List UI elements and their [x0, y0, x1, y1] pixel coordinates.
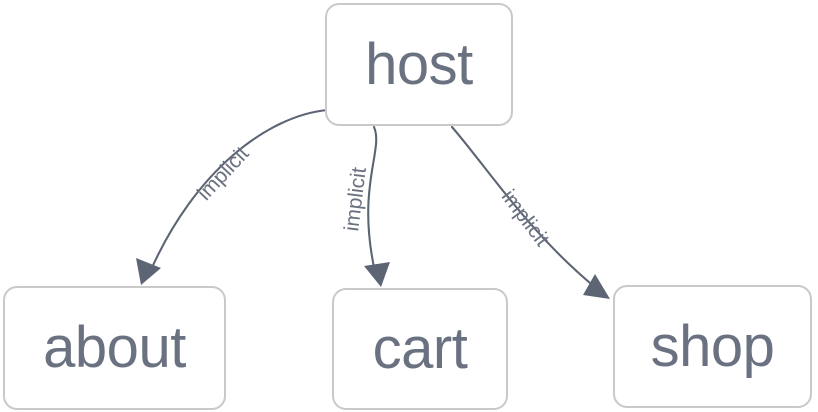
edge-host-cart-label-group: implicit [340, 166, 371, 233]
edge-host-about-path [148, 108, 329, 274]
edge-host-cart-path [367, 125, 378, 274]
edge-label-host-cart: implicit [340, 166, 371, 233]
edge-host-shop-label-group: implicit [497, 186, 554, 251]
arrowhead-icon-cart [364, 262, 390, 287]
node-host-label: host [365, 31, 473, 97]
arrowhead-icon-shop [583, 274, 610, 299]
node-cart[interactable]: cart [332, 288, 508, 410]
node-shop-label: shop [650, 313, 775, 379]
edge-label-host-shop: implicit [497, 186, 554, 251]
edge-host-about-label-group: implicit [193, 142, 254, 205]
edge-host-shop-path [450, 125, 598, 290]
node-about-label: about [43, 315, 186, 380]
edge-label-host-about: implicit [193, 142, 254, 205]
node-cart-label: cart [372, 316, 468, 381]
edge-host-about[interactable]: implicit [136, 108, 329, 285]
edge-host-cart[interactable]: implicit [340, 125, 390, 287]
edge-host-shop[interactable]: implicit [450, 125, 610, 299]
node-about[interactable]: about [3, 286, 226, 410]
arrowhead-icon-about [136, 258, 161, 285]
node-shop[interactable]: shop [613, 285, 812, 408]
node-host[interactable]: host [325, 3, 513, 126]
